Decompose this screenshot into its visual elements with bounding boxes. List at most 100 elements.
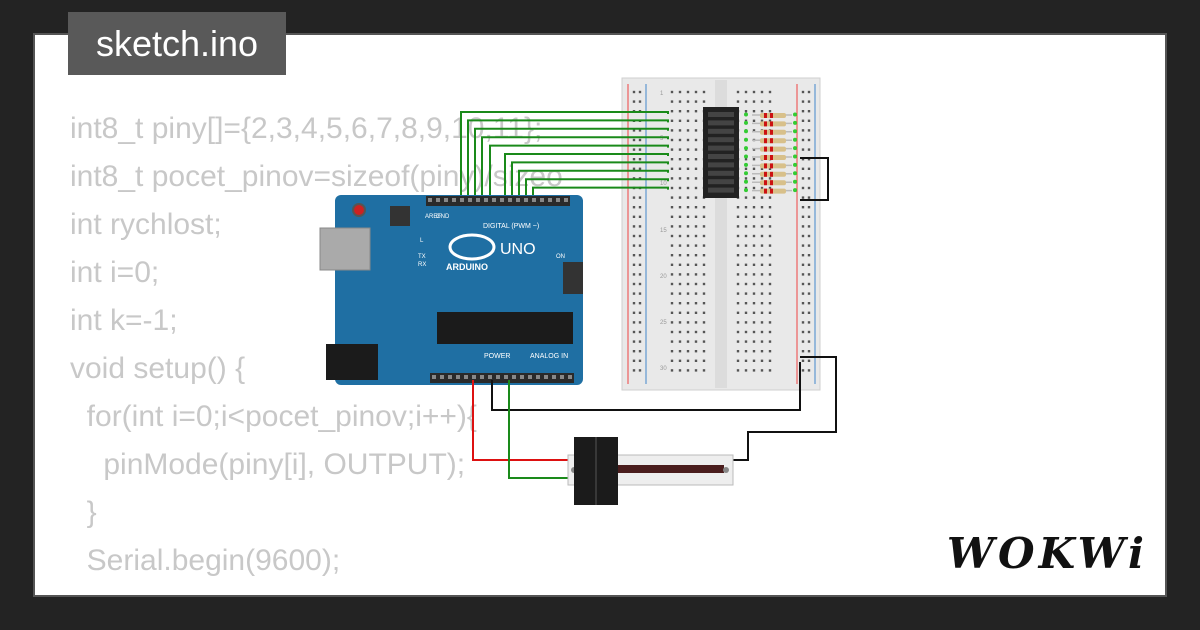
breadboard-hole <box>632 340 636 343</box>
breadboard-hole <box>678 148 682 151</box>
resistor-band <box>764 188 767 194</box>
breadboard-hole <box>807 138 811 142</box>
row-label: 20 <box>660 274 667 280</box>
breadboard-hole <box>678 321 682 324</box>
breadboard-hole <box>678 369 682 372</box>
code-line: int rychlost; <box>70 208 222 241</box>
breadboard-hole <box>807 119 811 122</box>
breadboard-hole <box>752 302 756 305</box>
breadboard-hole <box>744 369 748 372</box>
breadboard-hole <box>760 302 764 305</box>
wokwi-logo: WOKWi <box>946 529 1148 578</box>
file-tab[interactable]: sketch.ino <box>68 12 286 75</box>
breadboard-hole <box>801 302 805 305</box>
resistor-band <box>770 163 773 169</box>
code-line: } <box>70 496 97 529</box>
breadboard-hole <box>760 100 764 103</box>
breadboard-hole <box>752 177 756 180</box>
data-wire <box>474 127 669 200</box>
breadboard-hole <box>638 302 642 305</box>
breadboard-hole <box>686 292 690 295</box>
gnd-label: GND <box>436 214 450 220</box>
breadboard-hole <box>760 244 764 247</box>
on-label: ON <box>556 254 565 260</box>
breadboard-hole <box>807 244 811 247</box>
breadboard-hole <box>702 330 706 334</box>
breadboard-hole <box>686 129 690 132</box>
resistor-band <box>764 138 767 144</box>
breadboard-hole <box>702 302 706 305</box>
pin-hole <box>464 375 468 379</box>
resistor-band <box>764 121 767 127</box>
breadboard-hole <box>752 311 756 314</box>
resistor-band <box>764 163 767 169</box>
breadboard-hole <box>638 273 642 276</box>
arduino-uno[interactable]: UNO ARDUINO DIGITAL (PWM ~) POWER ANALOG… <box>319 195 583 385</box>
breadboard-hole <box>670 292 674 295</box>
digital-label: DIGITAL (PWM ~) <box>483 223 539 230</box>
pot-gnd-wire <box>732 356 837 461</box>
breadboard-hole <box>686 148 690 151</box>
breadboard-hole <box>678 225 682 228</box>
breadboard-hole <box>694 158 698 161</box>
breadboard-hole <box>801 129 805 132</box>
resistor-array[interactable] <box>752 113 792 194</box>
breadboard-hole <box>752 110 756 113</box>
breadboard-hole <box>694 330 698 334</box>
breadboard-hole <box>670 215 674 218</box>
row-label: 25 <box>660 320 667 326</box>
led-segment <box>708 154 734 159</box>
breadboard-hole <box>736 350 740 353</box>
breadboard-hole <box>744 90 748 94</box>
breadboard-hole <box>686 282 690 286</box>
breadboard-hole <box>670 350 674 353</box>
slide-potentiometer[interactable] <box>567 437 734 505</box>
breadboard-hole <box>801 234 805 238</box>
breadboard-hole <box>670 359 674 362</box>
data-wire <box>511 161 669 200</box>
led-bar-graph[interactable] <box>703 107 797 198</box>
pin-hole <box>452 198 456 202</box>
breadboard-hole <box>752 206 756 209</box>
resistor-band <box>770 146 773 152</box>
breadboard-hole <box>670 254 674 257</box>
pin-indicator <box>744 137 748 142</box>
breadboard-hole <box>760 90 764 94</box>
breadboard-hole <box>670 158 674 161</box>
breadboard-hole <box>801 177 805 180</box>
breadboard-hole <box>670 282 674 286</box>
pin-indicator <box>744 179 748 184</box>
code-editor[interactable]: int8_t piny[]={2,3,4,5,6,7,8,9,10,11};in… <box>70 105 563 595</box>
breadboard-hole <box>632 206 636 209</box>
icsp-header-2 <box>563 262 583 294</box>
breadboard-hole <box>670 273 674 276</box>
breadboard-hole <box>702 225 706 228</box>
breadboard-hole <box>807 148 811 151</box>
breadboard-hole <box>801 273 805 276</box>
breadboard-hole <box>760 273 764 276</box>
breadboard-hole <box>752 225 756 228</box>
pin-hole <box>524 198 528 202</box>
row-label: 30 <box>660 366 667 372</box>
breadboard-hole <box>768 254 772 257</box>
breadboard-hole <box>702 282 706 286</box>
breadboard-hole <box>686 244 690 247</box>
breadboard-hole <box>768 215 772 218</box>
pin-hole <box>520 375 524 379</box>
breadboard-hole <box>801 254 805 257</box>
pin-hole <box>448 375 452 379</box>
breadboard-hole <box>752 263 756 266</box>
breadboard-hole <box>807 282 811 286</box>
breadboard-hole <box>768 234 772 238</box>
breadboard-hole <box>768 225 772 228</box>
breadboard-hole <box>807 330 811 334</box>
breadboard-hole <box>807 350 811 353</box>
resistor-band <box>770 121 773 127</box>
led-segment <box>708 137 734 143</box>
breadboard-hole <box>801 340 805 343</box>
breadboard-hole <box>801 206 805 209</box>
pin-hole <box>504 375 508 379</box>
breadboard-hole <box>702 340 706 343</box>
breadboard-hole <box>638 311 642 314</box>
